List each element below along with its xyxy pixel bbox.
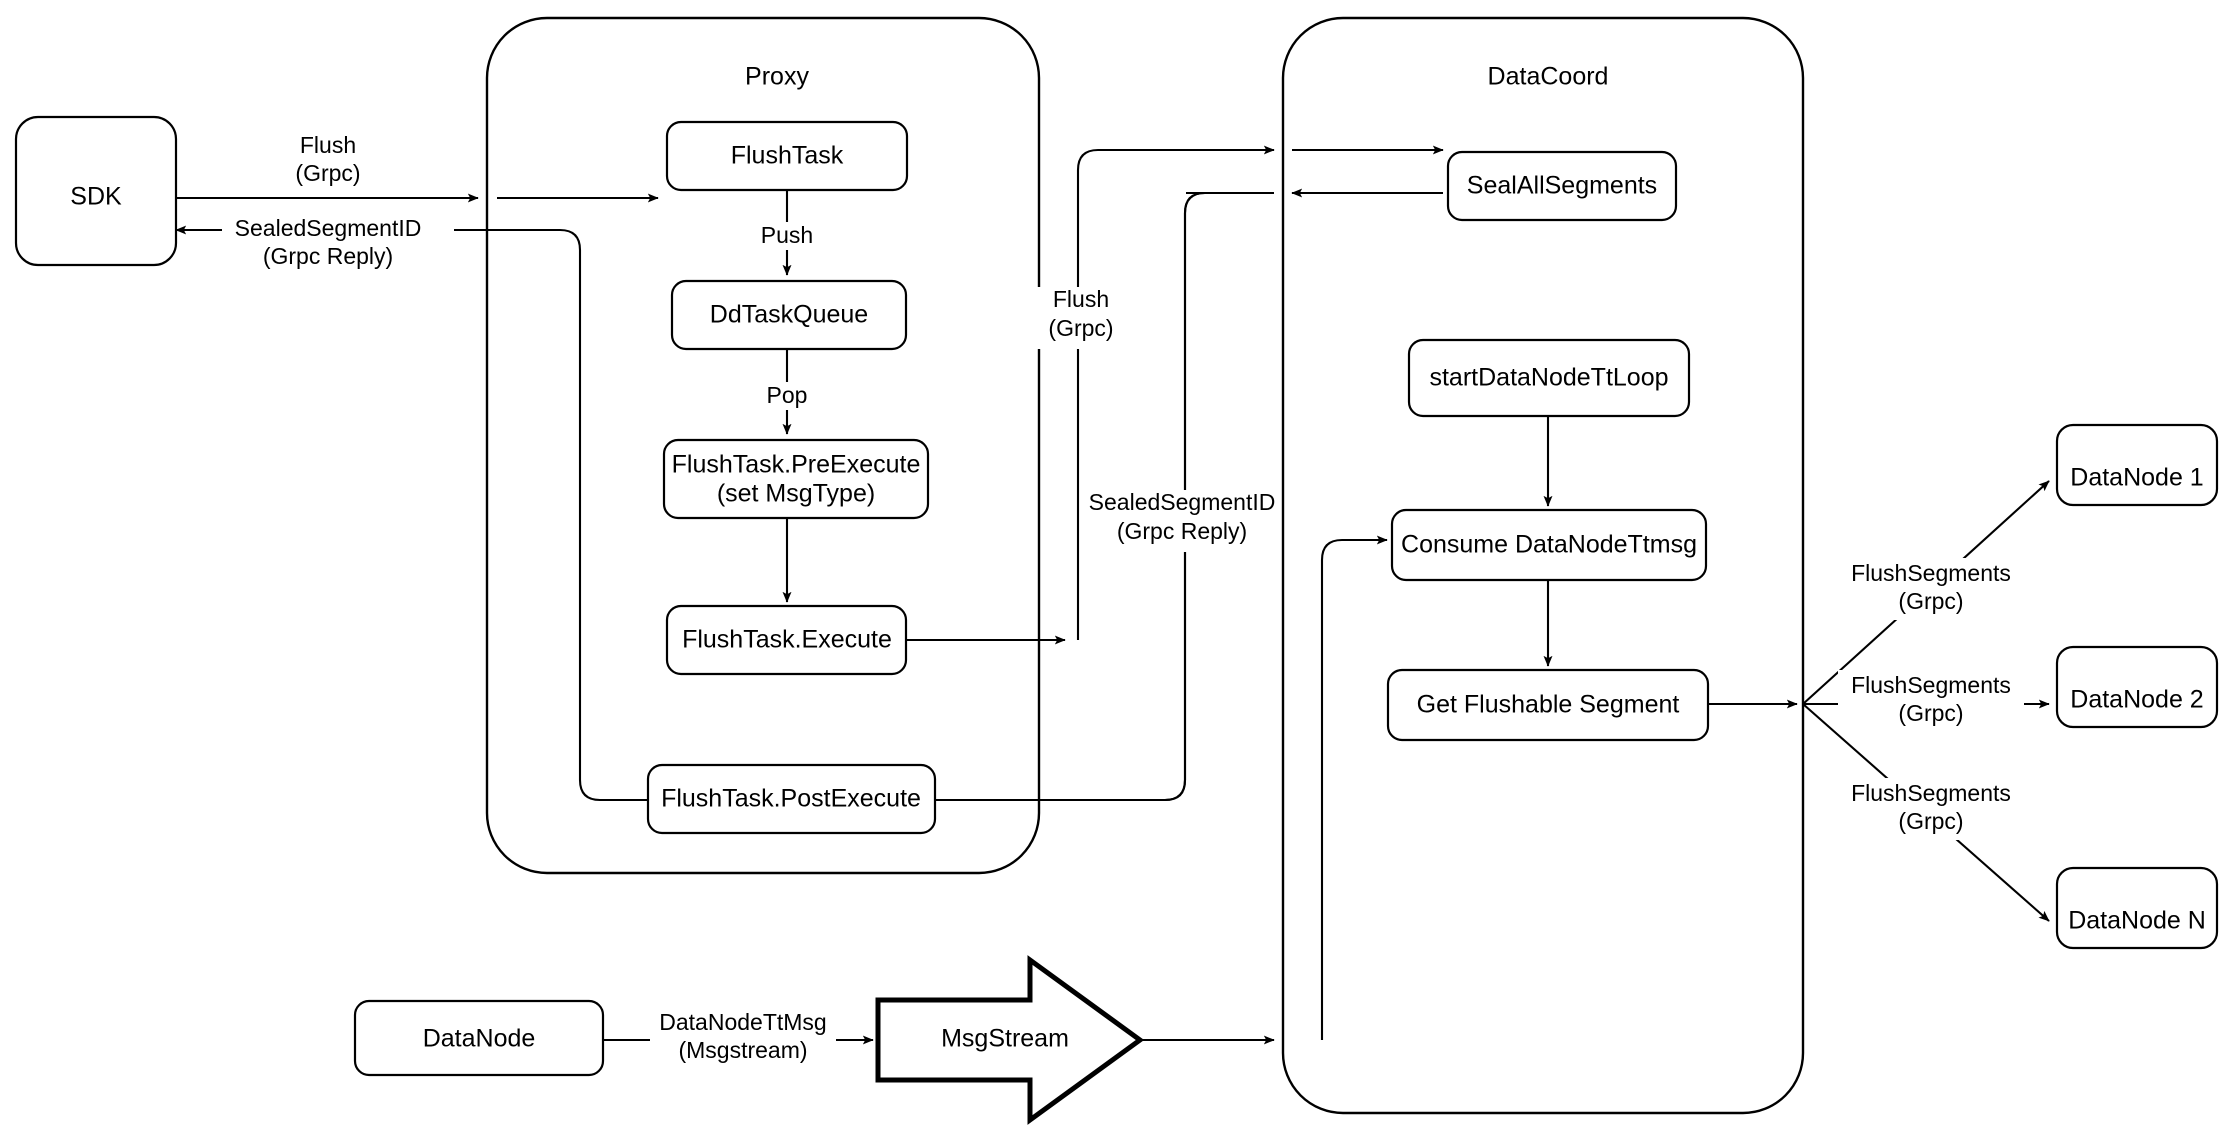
sdk-flush-label-line2: (Grpc) xyxy=(295,160,360,186)
datanode-n-label: DataNode N xyxy=(2068,907,2206,935)
datanode-source-label: DataNode xyxy=(423,1025,536,1053)
edge-datacoord-boundary-to-consume xyxy=(1320,535,1388,1040)
execute-label: FlushTask.Execute xyxy=(682,626,892,654)
sdk-flush-label-line1: Flush xyxy=(300,132,356,158)
edge-proxy-to-datacoord-flush xyxy=(1076,145,1275,640)
node-flushtask-postexecute[interactable]: FlushTask.PostExecute xyxy=(646,763,937,835)
node-msgstream[interactable]: MsgStream xyxy=(875,955,1145,1125)
coord-sealed-label-line1: SealedSegmentID xyxy=(1089,489,1276,515)
node-sdk[interactable]: SDK xyxy=(14,115,178,267)
edge-label-proxy-to-coord-flush: Flush (Grpc) xyxy=(1036,286,1128,349)
edge-label-datanode-ttmsg: DataNodeTtMsg (Msgstream) xyxy=(650,1009,836,1072)
label-bg-push xyxy=(750,222,824,250)
edge-label-pop: Pop xyxy=(756,382,820,410)
label-bg-coord-flush xyxy=(1036,287,1128,349)
datacoord-container-title: DataCoord xyxy=(1488,63,1609,91)
edge-label-coord-to-proxy-sealedsegmentid: SealedSegmentID (Grpc Reply) xyxy=(1082,489,1276,552)
proxy-container-title: Proxy xyxy=(745,63,809,91)
flushtask-box[interactable] xyxy=(665,120,909,192)
label-bg-flushsegments2 xyxy=(1838,670,2024,732)
datanode-1-box[interactable] xyxy=(2055,423,2219,507)
node-flushtask-execute[interactable]: FlushTask.Execute xyxy=(665,604,908,676)
node-datanode-1[interactable]: DataNode 1 xyxy=(2055,423,2219,507)
label-bg-pop xyxy=(756,382,820,410)
datanode-1-label: DataNode 1 xyxy=(2070,464,2203,492)
label-bg-flushsegments1 xyxy=(1838,558,2024,620)
node-flushtask[interactable]: FlushTask xyxy=(665,120,909,192)
node-flushtask-preexecute[interactable]: FlushTask.PreExecute (set MsgType) xyxy=(662,438,930,520)
push-label: Push xyxy=(761,222,813,248)
node-get-flushable-segment[interactable]: Get Flushable Segment xyxy=(1386,668,1710,742)
edge-label-push: Push xyxy=(750,222,824,250)
edge-label-sdk-sealedsegmentid: SealedSegmentID (Grpc Reply) xyxy=(222,215,454,278)
postexecute-label: FlushTask.PostExecute xyxy=(661,785,921,813)
flushsegments1-label-line2: (Grpc) xyxy=(1898,588,1963,614)
flushsegments1-label-line1: FlushSegments xyxy=(1851,560,2011,586)
label-bg-coord-sealed xyxy=(1082,490,1276,552)
pop-label: Pop xyxy=(767,382,808,408)
execute-box[interactable] xyxy=(665,604,908,676)
label-bg-flushsegmentsn xyxy=(1838,778,2024,840)
container-datacoord: DataCoord xyxy=(1281,16,1805,1115)
sealallsegments-label: SealAllSegments xyxy=(1467,172,1657,200)
label-bg-sdk-flush xyxy=(290,133,382,195)
edge-label-flushsegments-n: FlushSegments (Grpc) xyxy=(1838,778,2024,840)
datanode-ttmsg-label-line1: DataNodeTtMsg xyxy=(659,1009,826,1035)
sdk-sealed-label-line2: (Grpc Reply) xyxy=(263,243,393,269)
container-proxy: Proxy xyxy=(485,16,1041,875)
postexecute-box[interactable] xyxy=(646,763,937,835)
edge-label-sdk-flush: Flush (Grpc) xyxy=(290,132,382,195)
msgstream-arrow-shape[interactable] xyxy=(875,955,1145,1125)
coord-flush-label-line2: (Grpc) xyxy=(1048,315,1113,341)
sealallsegments-box[interactable] xyxy=(1446,150,1678,222)
label-bg-sdk-sealed xyxy=(222,216,454,278)
node-sealallsegments[interactable]: SealAllSegments xyxy=(1446,150,1678,222)
node-datanode-n[interactable]: DataNode N xyxy=(2055,866,2219,950)
datacoord-container-outline xyxy=(1281,16,1805,1115)
consume-datanodettmsg-label: Consume DataNodeTtmsg xyxy=(1401,531,1697,559)
edge-label-flushsegments-1: FlushSegments (Grpc) xyxy=(1838,558,2024,620)
edge-postexecute-to-sdk-sealedsegmentid xyxy=(175,225,648,802)
ddtaskqueue-label: DdTaskQueue xyxy=(710,301,868,329)
node-startdatanodettloop[interactable]: startDataNodeTtLoop xyxy=(1407,338,1691,418)
node-datanode-2[interactable]: DataNode 2 xyxy=(2055,645,2219,729)
proxy-container-outline xyxy=(485,16,1041,875)
datanode-2-box[interactable] xyxy=(2055,645,2219,729)
flushsegments2-label-line2: (Grpc) xyxy=(1898,700,1963,726)
flushsegmentsn-label-line2: (Grpc) xyxy=(1898,808,1963,834)
node-datanode-source[interactable]: DataNode xyxy=(353,999,605,1077)
sdk-box[interactable] xyxy=(14,115,178,267)
get-flushable-segment-label: Get Flushable Segment xyxy=(1417,691,1680,719)
sdk-sealed-label-line1: SealedSegmentID xyxy=(235,215,422,241)
datanode-source-box[interactable] xyxy=(353,999,605,1077)
edge-label-flushsegments-2: FlushSegments (Grpc) xyxy=(1838,670,2024,732)
startdatanodettloop-label: startDataNodeTtLoop xyxy=(1429,364,1668,392)
flushsegments2-label-line1: FlushSegments xyxy=(1851,672,2011,698)
coord-sealed-label-line2: (Grpc Reply) xyxy=(1117,518,1247,544)
startdatanodettloop-box[interactable] xyxy=(1407,338,1691,418)
flushtask-label: FlushTask xyxy=(731,142,844,170)
node-consume-datanodettmsg[interactable]: Consume DataNodeTtmsg xyxy=(1390,508,1708,582)
flushsegmentsn-label-line1: FlushSegments xyxy=(1851,780,2011,806)
label-bg-datanode-ttmsg xyxy=(650,1010,836,1072)
preexecute-box[interactable] xyxy=(662,438,930,520)
datanode-n-box[interactable] xyxy=(2055,866,2219,950)
consume-datanodettmsg-box[interactable] xyxy=(1390,508,1708,582)
coord-flush-label-line1: Flush xyxy=(1053,286,1109,312)
ddtaskqueue-box[interactable] xyxy=(670,279,908,351)
msgstream-label: MsgStream xyxy=(941,1025,1069,1053)
get-flushable-segment-box[interactable] xyxy=(1386,668,1710,742)
preexecute-label-line1: FlushTask.PreExecute xyxy=(672,451,921,479)
datanode-2-label: DataNode 2 xyxy=(2070,686,2203,714)
preexecute-label-line2: (set MsgType) xyxy=(717,480,875,508)
datanode-ttmsg-label-line2: (Msgstream) xyxy=(678,1037,807,1063)
node-ddtaskqueue[interactable]: DdTaskQueue xyxy=(670,279,908,351)
sdk-label: SDK xyxy=(70,183,122,211)
